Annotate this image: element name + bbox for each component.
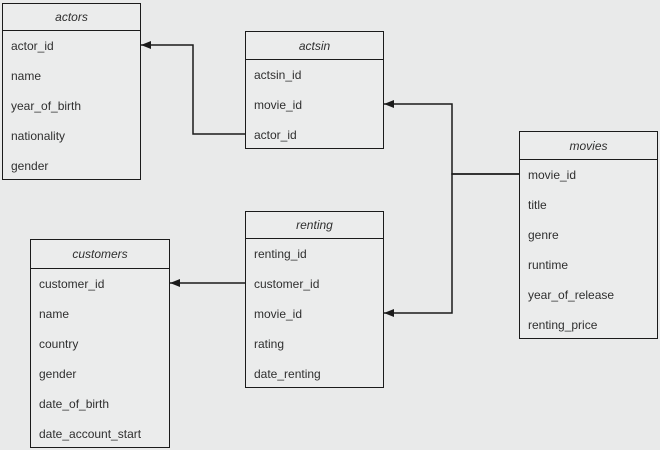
table-renting-title: renting [296,218,333,232]
table-customers-field-date-of-birth: date_of_birth [39,397,110,411]
table-actsin-field-movie-id: movie_id [254,98,303,112]
table-actsin-title: actsin [298,38,331,53]
table-customers-field-country: country [39,337,79,351]
table-movies-field-year-of-release: year_of_release [528,288,615,302]
table-customers-field-customer-id: customer_id [39,277,105,291]
table-customers-field-date-account-start: date_account_start [39,427,142,441]
table-renting-field-date-renting: date_renting [254,367,321,381]
table-movies-field-movie-id: movie_id [528,168,577,182]
table-actors-field-actor-id: actor_id [11,39,54,53]
table-renting-field-movie-id: movie_id [254,307,303,321]
table-customers-header: customers [31,240,169,269]
connector-actsin-actor-id-to-actors-actor-id [141,41,245,135]
table-actors-field-gender: gender [11,159,49,173]
table-movies-field-runtime: runtime [528,258,569,272]
table-renting-field-customer-id: customer_id [254,277,320,291]
table-movies-field-genre: genre [528,228,559,242]
table-actsin[interactable]: actsin actsin_id movie_id actor_id [245,31,384,149]
table-customers-title: customers [72,247,128,261]
table-movies-header: movies [520,132,657,160]
table-renting-field-renting-id: renting_id [254,247,307,261]
table-actors-title: actors [55,10,88,24]
table-movies-field-renting-price: renting_price [528,318,598,332]
table-movies-title: movies [569,138,608,153]
table-actsin-field-actsin-id: actsin_id [254,68,302,82]
table-actors-field-name: name [11,69,42,83]
table-renting-field-rating: rating [254,337,285,351]
table-actsin-header: actsin [246,32,383,60]
table-actors-field-nationality: nationality [11,129,66,143]
table-actors-header: actors [3,4,140,31]
table-actsin-field-actor-id: actor_id [254,128,297,142]
table-customers-field-gender: gender [39,367,77,381]
connector-movies-movie-id-to-renting-movie-id [384,173,519,317]
table-customers-field-name: name [39,307,70,321]
table-renting-header: renting [246,212,383,239]
table-actors-field-year-of-birth: year_of_birth [11,99,82,113]
table-movies-field-title: title [528,198,547,212]
connector-movies-movie-id-to-actsin-movie-id [384,100,519,175]
